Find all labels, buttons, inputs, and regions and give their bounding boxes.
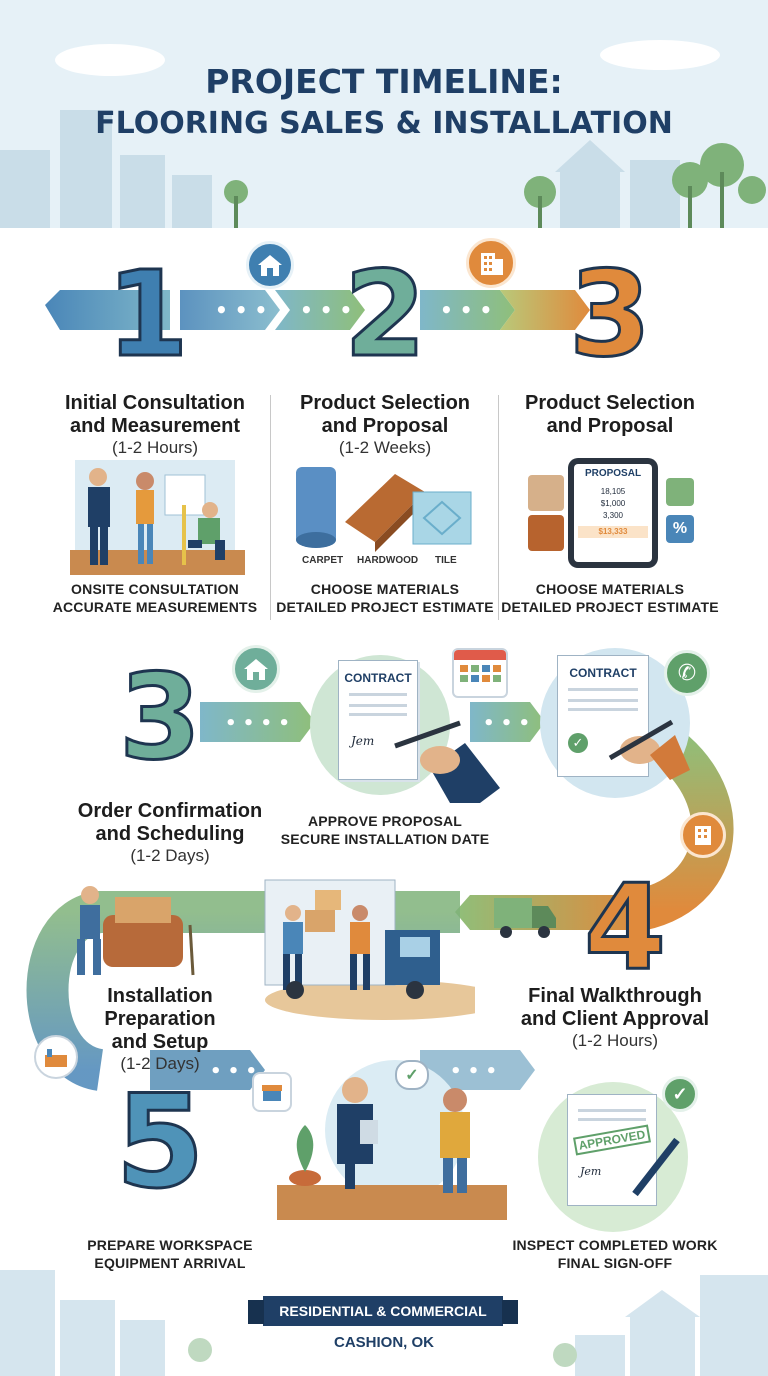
install-duration: (1-2 Days)	[120, 1054, 200, 1073]
order-step-card: Order Confirmation and Scheduling (1-2 D…	[50, 800, 290, 866]
building-icon	[680, 812, 726, 858]
page-title-line2: FLOORING SALES & INSTALLATION	[95, 106, 673, 141]
step2-caption-line2: DETAILED PROJECT ESTIMATE	[276, 599, 494, 615]
svg-text:• • •: • • •	[483, 713, 530, 734]
step1-name-line1: Initial Consultation	[65, 392, 245, 414]
step2-name-line2: and Proposal	[321, 415, 449, 437]
install-step-card: Installation Preparation and Setup (1-2 …	[95, 985, 225, 1074]
step1-name-line2: and Measurement	[69, 415, 241, 437]
check-icon: ✓	[662, 1076, 698, 1112]
calendar-icon	[452, 648, 508, 698]
percent-icon: %	[666, 515, 694, 543]
install-name-line1: Installation	[107, 985, 213, 1007]
contract-title-2: CONTRACT	[569, 666, 637, 680]
ribbon-tail-left	[248, 1300, 264, 1324]
consultation-illustration	[70, 460, 245, 575]
order-duration: (1-2 Days)	[130, 846, 210, 865]
step1-caption-line1: ONSITE CONSULTATION	[71, 581, 239, 597]
footer-skyline	[0, 1270, 768, 1376]
signing-hand-illustration-2	[608, 719, 690, 780]
svg-text:• • •: • • •	[440, 298, 492, 322]
ribbon-tail-right	[502, 1300, 518, 1324]
approved-signature: Jem	[580, 1165, 602, 1178]
step1-duration: (1-2 Hours)	[112, 438, 198, 457]
proposal-line: 18,105	[600, 487, 626, 496]
svg-text:• • •: • • •	[210, 1061, 257, 1082]
contract-title: CONTRACT	[344, 671, 412, 685]
building-icon	[466, 238, 516, 288]
header-band: PROJECT TIMELINE: FLOORING SALES & INSTA…	[0, 0, 768, 228]
truck-icon	[494, 898, 556, 938]
divider	[498, 395, 499, 620]
step3-caption-line2: DETAILED PROJECT ESTIMATE	[501, 599, 719, 615]
footer-location: CASHION, OK	[333, 1334, 434, 1351]
contract-document-2: CONTRACT ✓	[557, 655, 649, 777]
page-title-line1: PROJECT TIMELINE:	[205, 62, 563, 101]
five-caption-line2: EQUIPMENT ARRIVAL	[94, 1255, 246, 1271]
svg-text:• • •: • • •	[450, 1061, 497, 1082]
contract-signature: Jem	[351, 734, 375, 748]
step-number-2: 2	[342, 244, 427, 385]
map-icon	[666, 478, 694, 506]
material-hardwood-label: HARDWOOD	[357, 555, 419, 566]
step3-card: Product Selection and Proposal	[500, 392, 720, 438]
proposal-title: PROPOSAL	[584, 468, 642, 479]
house-icon	[232, 645, 280, 693]
step2-caption-line1: CHOOSE MATERIALS	[310, 581, 460, 597]
step3-name-line1: Product Selection	[524, 392, 696, 414]
phone-icon: ✆	[664, 650, 710, 696]
check-icon: ✓	[395, 1060, 429, 1090]
material-tile-label: TILE	[435, 555, 457, 566]
approved-caption-line1: INSPECT COMPLETED WORK	[512, 1237, 718, 1253]
step3-caption-line1: CHOOSE MATERIALS	[535, 581, 685, 597]
installation-movers-illustration	[77, 879, 475, 1020]
order-caption-line2: SECURE INSTALLATION DATE	[280, 831, 490, 847]
order-name-line1: Order Confirmation	[77, 800, 263, 822]
skyline-illustration	[0, 40, 766, 228]
final-name-line1: Final Walkthrough	[528, 985, 702, 1007]
order-name-line2: and Scheduling	[95, 823, 245, 845]
materials-illustration	[296, 467, 472, 552]
final-name-line2: and Client Approval	[520, 1008, 710, 1030]
step-number-4: 4	[582, 857, 667, 998]
material-carpet-label: CARPET	[302, 555, 344, 566]
footer-ribbon: RESIDENTIAL & COMMERCIAL	[263, 1296, 503, 1326]
proposal-total: $13,333	[578, 526, 648, 538]
step3-name-line2: and Proposal	[546, 415, 674, 437]
signing-hand-illustration	[394, 720, 500, 803]
house-icon	[246, 241, 294, 289]
step-number-1: 1	[105, 244, 190, 385]
step2-name-line1: Product Selection	[299, 392, 471, 414]
order-caption-line1: APPROVE PROPOSAL	[307, 813, 463, 829]
svg-text:• • •: • • •	[215, 298, 267, 322]
proposal-tablet: PROPOSAL 18,105 $1,000 3,300 $13,333	[568, 458, 658, 568]
step1-caption-line2: ACCURATE MEASUREMENTS	[52, 599, 258, 615]
shop-icon	[252, 1072, 292, 1112]
step-number-3-order: 3	[117, 647, 202, 788]
step1-card: Initial Consultation and Measurement (1-…	[40, 392, 270, 458]
proposal-line: 3,300	[602, 511, 624, 520]
svg-text:• • • •: • • • •	[225, 713, 290, 734]
approved-caption-line2: FINAL SIGN-OFF	[557, 1255, 673, 1271]
pen-icon	[632, 1137, 680, 1197]
check-icon: ✓	[568, 733, 588, 753]
five-caption-line1: PREPARE WORKSPACE	[87, 1237, 253, 1253]
walkthrough-illustration	[277, 1060, 507, 1220]
step2-duration: (1-2 Weeks)	[338, 438, 432, 457]
install-name-line2: Preparation	[104, 1008, 216, 1030]
final-step-card: Final Walkthrough and Client Approval (1…	[490, 985, 740, 1051]
swatch-wood	[528, 515, 564, 551]
divider	[270, 395, 271, 620]
step-number-5: 5	[114, 1067, 206, 1219]
proposal-line: $1,000	[600, 499, 626, 508]
svg-text:• • •: • • •	[300, 298, 352, 322]
step-number-3: 3	[567, 244, 652, 385]
final-duration: (1-2 Hours)	[572, 1031, 658, 1050]
factory-icon	[34, 1035, 78, 1079]
contract-document: CONTRACT Jem	[338, 660, 418, 780]
top-timeline-arrows: • • • • • • • • •	[45, 290, 590, 330]
step2-card: Product Selection and Proposal (1-2 Week…	[272, 392, 498, 458]
swatch-carpet	[528, 475, 564, 511]
install-name-line3: and Setup	[111, 1031, 209, 1053]
